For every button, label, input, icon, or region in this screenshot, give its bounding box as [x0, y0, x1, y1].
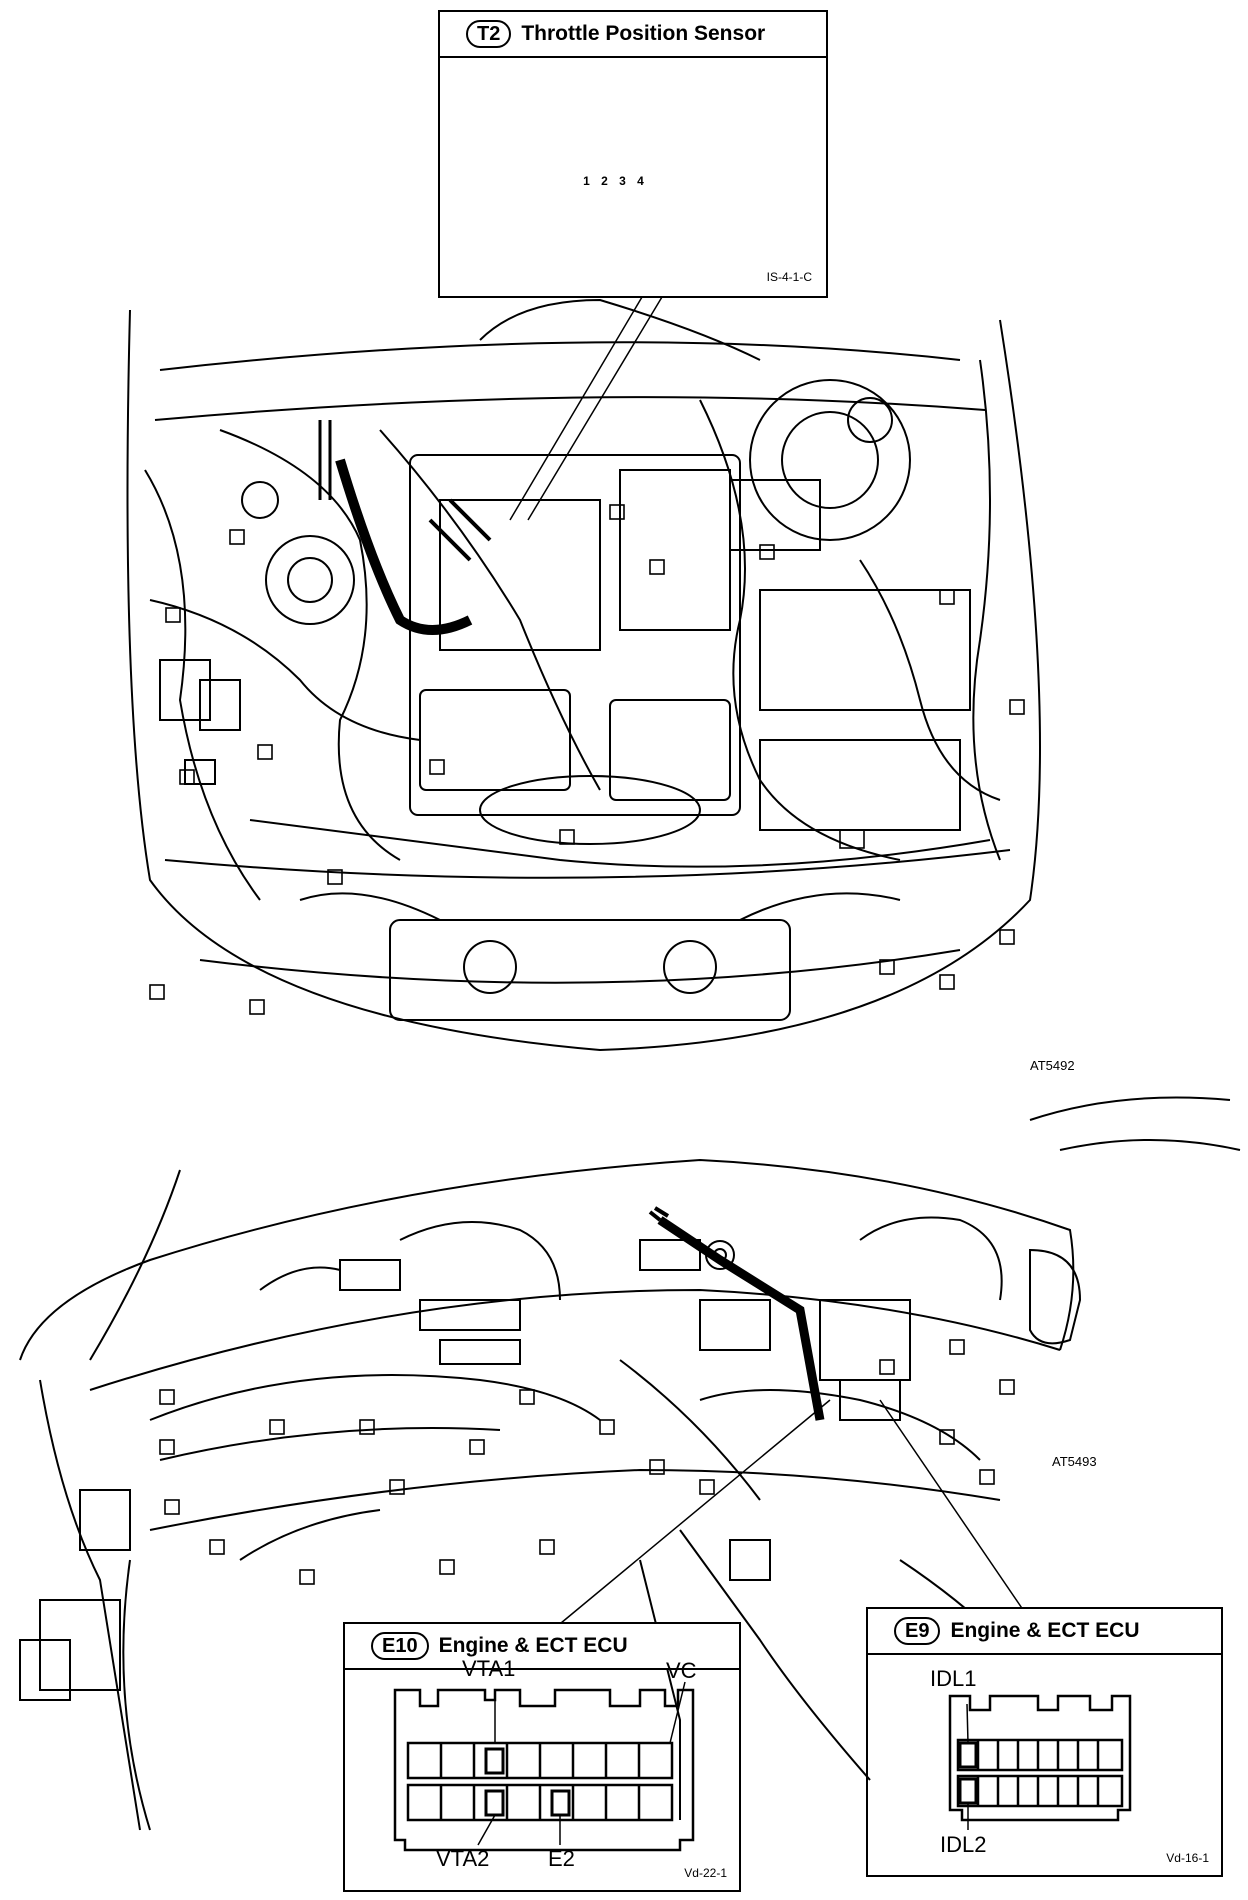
e10-e2-label: E2 [548, 1846, 575, 1871]
e10-connector-drawing [393, 1681, 695, 1852]
e9-connector-box: E9 Engine & ECT ECU Vd-16-1 [866, 1607, 1223, 1877]
e9-header: E9 Engine & ECT ECU [868, 1609, 1221, 1655]
e9-code-badge: E9 [894, 1617, 941, 1645]
e9-idl2-label: IDL2 [940, 1832, 987, 1857]
t2-pin-4: 4 [637, 174, 644, 188]
e10-connector-box: E10 Engine & ECT ECU Vd-22-1 [343, 1622, 741, 1892]
t2-title: Throttle Position Sensor [521, 22, 766, 45]
t2-ref-code: IS-4-1-C [766, 270, 812, 284]
e10-vta2-label: VTA2 [436, 1846, 490, 1871]
e10-header: E10 Engine & ECT ECU [345, 1624, 739, 1670]
figure-code-engine: AT5492 [1030, 1058, 1075, 1073]
t2-connector-box: T2 Throttle Position Sensor IS-4-1-C [438, 10, 828, 298]
t2-pin-2: 2 [601, 174, 608, 188]
t2-code-badge: T2 [466, 20, 512, 48]
e10-vc-label: VC [666, 1658, 697, 1683]
e10-ref-code: Vd-22-1 [684, 1866, 727, 1880]
leader-lines [509, 291, 1031, 1629]
e9-title: Engine & ECT ECU [950, 1619, 1140, 1642]
e10-vta1-label: VTA1 [462, 1656, 516, 1681]
t2-pin-3: 3 [619, 174, 626, 188]
figure-code-dash: AT5493 [1052, 1454, 1097, 1469]
e9-idl1-label: IDL1 [930, 1666, 977, 1691]
e9-ref-code: Vd-16-1 [1166, 1851, 1209, 1865]
e10-code-badge: E10 [371, 1632, 429, 1660]
dashboard-drawing [19, 1096, 1241, 1831]
t2-pin-1: 1 [583, 174, 590, 188]
e10-title: Engine & ECT ECU [438, 1634, 628, 1657]
t2-header: T2 Throttle Position Sensor [440, 12, 826, 58]
e9-connector-drawing [948, 1694, 1132, 1830]
engine-compartment-drawing [126, 298, 1041, 1052]
